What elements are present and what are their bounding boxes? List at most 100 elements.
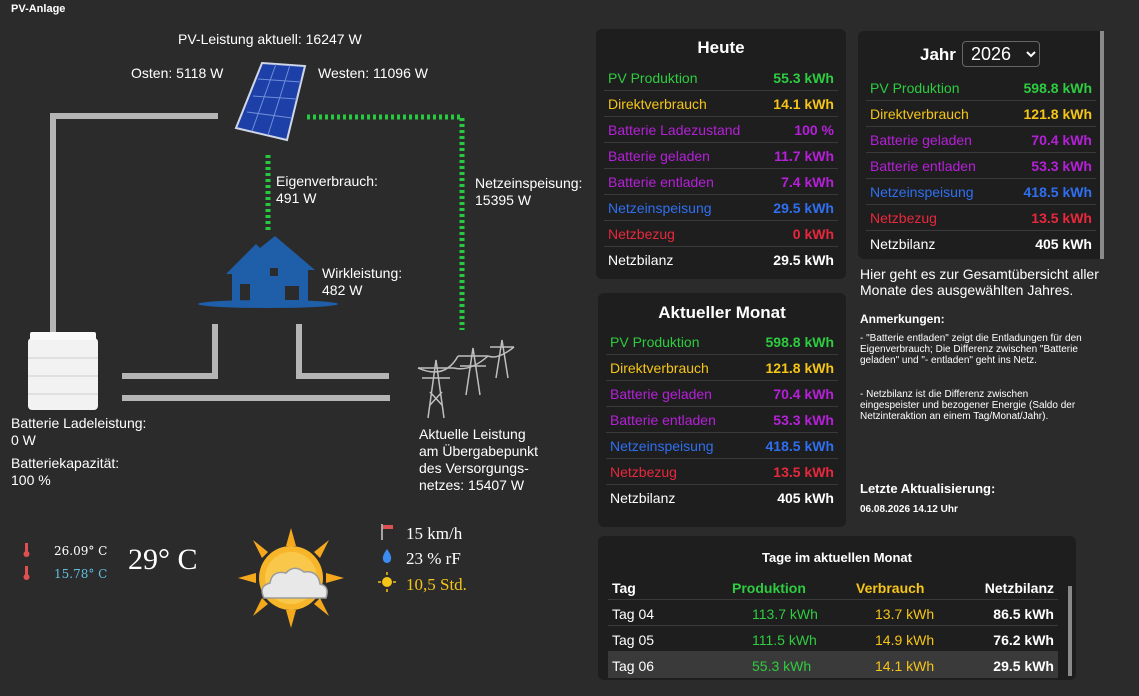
partly-cloudy-icon <box>238 528 344 628</box>
heute-row-label: Netzeinspeisung <box>608 200 712 216</box>
active-power-label: Wirkleistung: <box>322 265 403 281</box>
battery-charge-value: 0 W <box>11 432 36 448</box>
today-title: Heute <box>697 38 745 57</box>
active-power-value: 482 W <box>322 282 363 298</box>
header-production: Produktion <box>732 580 806 596</box>
consumption-cell: 14.1 kWh <box>875 658 935 674</box>
day-cell: Tag 06 <box>612 658 655 674</box>
pv-east: Osten: 5118 W <box>131 65 224 81</box>
monat-row-label: Direktverbrauch <box>610 360 709 376</box>
energy-flow-diagram <box>28 61 515 419</box>
grid-label-line1: Aktuelle Leistung <box>419 426 526 442</box>
monat-row-value: 13.5 kWh <box>773 464 834 480</box>
monat-row-value: 53.3 kWh <box>773 412 834 428</box>
monat-row-value: 418.5 kWh <box>765 438 834 454</box>
self-use-value: 491 W <box>276 190 317 206</box>
days-title: Tage im aktuellen Monat <box>761 550 912 565</box>
battery-capacity-label: Batteriekapazität: <box>11 455 120 471</box>
jahr-row-label: PV Produktion <box>870 80 960 96</box>
month-title: Aktueller Monat <box>658 303 786 322</box>
jahr-row-value: 70.4 kWh <box>1031 132 1092 148</box>
grid-label-line4: netzes: 15407 W <box>419 477 525 493</box>
days-table-row: Tag 04 113.7 kWh 13.7 kWh 86.5 kWh <box>608 600 1058 626</box>
humidity: 23 % rF <box>406 549 461 568</box>
monat-row-label: Batterie geladen <box>610 386 712 402</box>
monat-row: Direktverbrauch 121.8 kWh <box>606 355 838 381</box>
temp-outdoor: 15.78° C <box>54 567 108 581</box>
heute-row-label: Netzbilanz <box>608 252 674 268</box>
heute-row-label: Batterie Ladezustand <box>608 122 741 138</box>
header-consumption: Verbrauch <box>856 580 925 596</box>
heute-row-label: PV Produktion <box>608 70 698 86</box>
heute-row-value: 29.5 kWh <box>773 200 834 216</box>
consumption-cell: 13.7 kWh <box>875 606 935 622</box>
monat-row-label: Netzbilanz <box>610 490 676 506</box>
day-cell: Tag 04 <box>612 606 655 622</box>
last-update-value: 06.08.2026 14.12 Uhr <box>860 504 958 515</box>
jahr-row-label: Netzbilanz <box>870 236 936 252</box>
self-use-label: Eigenverbrauch: <box>276 173 378 189</box>
temp-indoor: 26.09° C <box>54 544 108 558</box>
production-cell: 55.3 kWh <box>752 658 812 674</box>
monat-row-value: 405 kWh <box>777 490 834 506</box>
days-panel-scrollbar[interactable] <box>1068 586 1072 676</box>
heute-row-value: 7.4 kWh <box>781 174 834 190</box>
header-day: Tag <box>612 580 636 596</box>
house-icon <box>198 236 338 308</box>
year-overview-link[interactable]: Hier geht es zur Gesamtübersicht aller M… <box>860 266 1099 298</box>
day-cell: Tag 05 <box>612 632 655 648</box>
feed-in-label: Netzeinspeisung: <box>475 175 583 191</box>
monat-row-label: PV Produktion <box>610 334 700 350</box>
power-pylon-icon <box>417 339 515 419</box>
pv-west: Westen: 11096 W <box>318 65 428 81</box>
heute-row: Netzbezug 0 kWh <box>604 221 838 247</box>
heute-row-value: 0 kWh <box>792 226 834 242</box>
battery-charge-label: Batterie Ladeleistung: <box>11 415 147 431</box>
jahr-row: Batterie geladen 70.4 kWh <box>866 127 1096 153</box>
sunshine-hours: 10,5 Std. <box>406 575 467 594</box>
year-select[interactable]: 2026 <box>962 41 1040 67</box>
thermometer-icons <box>23 543 30 580</box>
app-title: PV-Anlage <box>11 3 66 15</box>
year-panel-scrollbar[interactable] <box>1100 31 1104 259</box>
house-left-line <box>122 324 218 379</box>
production-cell: 113.7 kWh <box>752 606 818 622</box>
grid-label-line2: am Übergabepunkt <box>419 443 539 459</box>
monat-row-value: 598.8 kWh <box>765 334 834 350</box>
days-table: Tag Produktion Verbrauch Netzbilanz Tag … <box>608 574 1058 678</box>
consumption-cell: 14.9 kWh <box>875 632 935 648</box>
jahr-row-label: Batterie entladen <box>870 158 976 174</box>
note-battery: - "Batterie entladen" zeigt die Entladun… <box>860 333 1082 366</box>
net-balance-cell: 86.5 kWh <box>993 606 1054 622</box>
heute-row-label: Netzbezug <box>608 226 675 242</box>
monat-row-value: 121.8 kWh <box>765 360 834 376</box>
monat-row: PV Produktion 598.8 kWh <box>606 329 838 355</box>
pv-power-now: PV-Leistung aktuell: 16247 W <box>178 31 362 47</box>
heute-row-value: 55.3 kWh <box>773 70 834 86</box>
heute-row: Netzeinspeisung 29.5 kWh <box>604 195 838 221</box>
feed-in-flow <box>307 114 465 330</box>
jahr-row-label: Netzbezug <box>870 210 937 226</box>
jahr-row-label: Direktverbrauch <box>870 106 969 122</box>
jahr-row-value: 53.3 kWh <box>1031 158 1092 174</box>
jahr-row-label: Batterie geladen <box>870 132 972 148</box>
weather-small-icons <box>378 524 396 592</box>
monat-row: Netzbilanz 405 kWh <box>606 485 838 511</box>
wind-speed: 15 km/h <box>406 524 463 543</box>
